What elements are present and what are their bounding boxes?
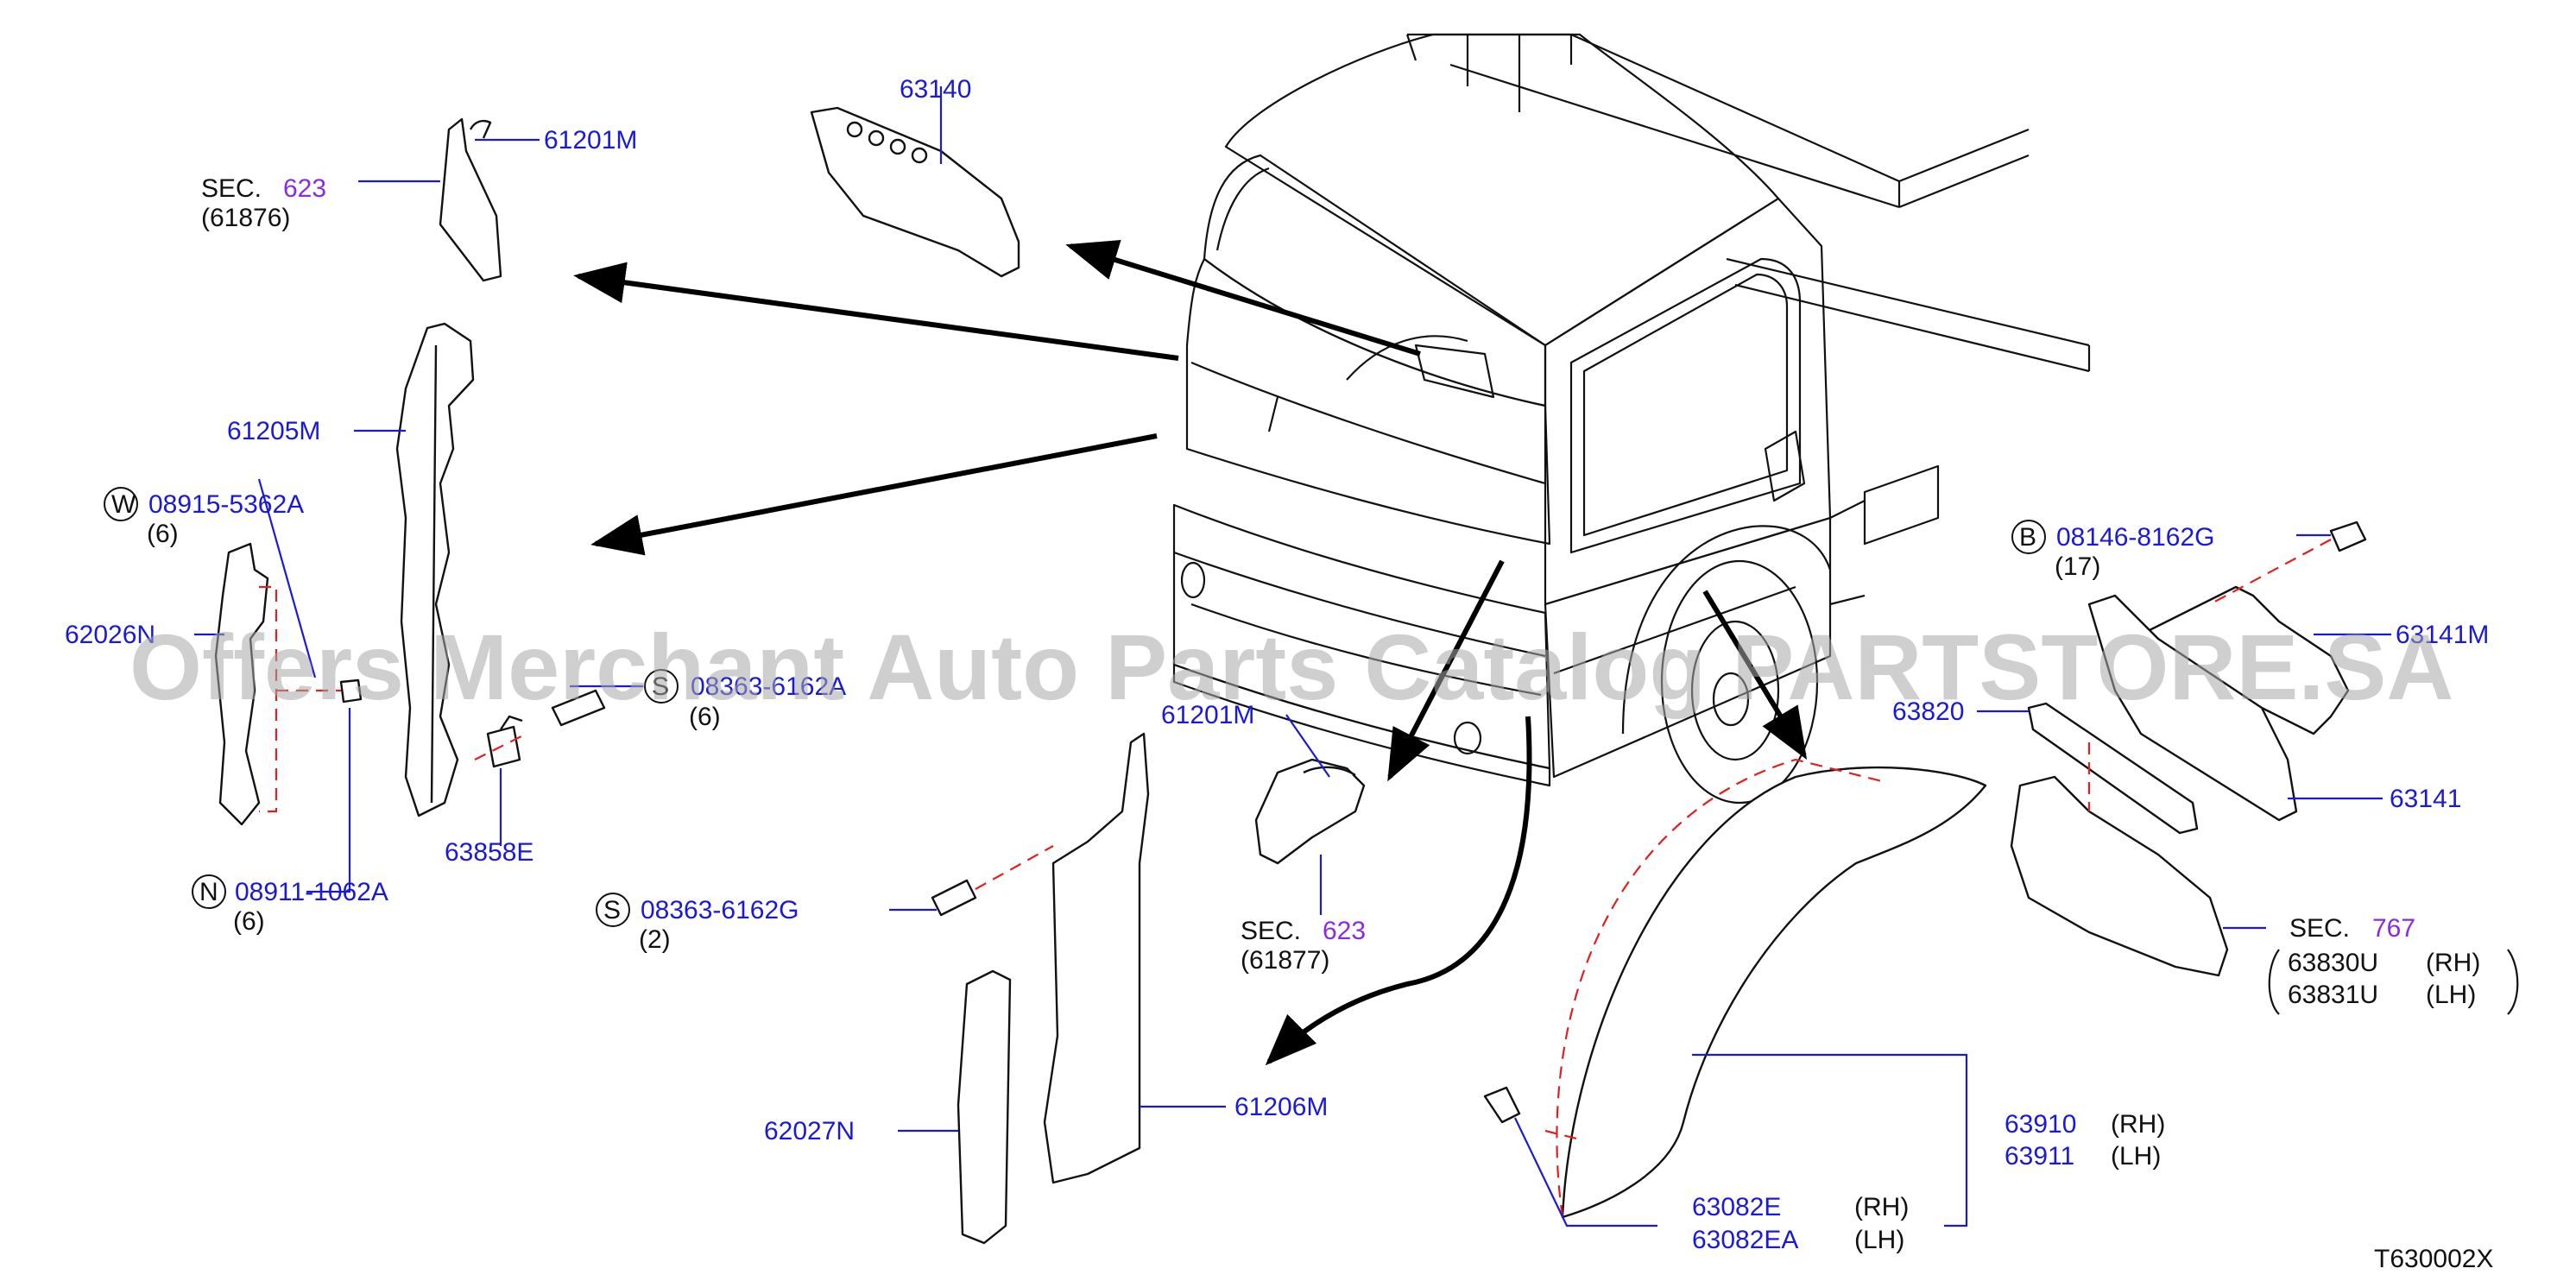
side-63831U: (LH) [2426,981,2476,1009]
label-sec3-num: 767 [2372,914,2415,943]
truck-illustration [1172,33,2091,805]
label-63082E: 63082E [1692,1193,1781,1221]
label-63831U: 63831U [2288,981,2378,1009]
leader-lines [194,86,2391,1227]
qty-08915-5362A: (6) [147,520,179,548]
letter-circle-n [192,874,226,909]
label-08911-1062A: 08911-1062A [235,878,388,906]
letter-circle-b [2011,520,2046,554]
label-63141M: 63141M [2396,621,2489,649]
label-08146-8162G: 08146-8162G [2056,523,2215,552]
letter-s2: S [603,896,621,924]
letter-circle-s2 [596,893,630,927]
part-63910 [1561,766,1987,1219]
label-sec2-prefix: SEC. [1241,917,1301,945]
letter-w: W [111,490,136,519]
label-sec-prefix: SEC. [201,174,262,203]
label-08363-6162A: 08363-6162A [691,672,846,701]
label-63141: 63141 [2390,785,2461,813]
side-63082EA: (LH) [1854,1226,1904,1254]
diagram-id: T630002X [2374,1245,2493,1273]
label-63910: 63910 [2005,1110,2076,1139]
part-63858E [486,725,521,768]
label-63082EA: 63082EA [1692,1226,1798,1254]
part-63820 [2027,702,2199,835]
part-08911-1062A [339,678,363,704]
bracket-63830U [2268,949,2519,1015]
qty-08363-6162G: (2) [639,925,671,954]
letter-circle-s1 [644,669,679,704]
part-62026N [214,542,269,826]
side-63830U: (RH) [2426,949,2480,977]
qty-08363-6162A: (6) [689,703,721,731]
part-61201M-bottom [1254,758,1366,865]
label-61201M-top: 61201M [544,126,637,155]
label-sec3-prefix: SEC. [2289,914,2350,943]
qty-08911-1062A: (6) [233,907,265,936]
label-sec2-ref: (61877) [1241,946,1329,975]
label-63140: 63140 [900,75,971,104]
label-61205M: 61205M [227,417,320,445]
callout-labels: 63140 61201M SEC. 623 (61876) 61205M W 0… [65,75,2493,1273]
label-63911: 63911 [2005,1142,2074,1171]
side-63911: (LH) [2111,1142,2161,1171]
part-08146-8162G [2329,521,2367,552]
letter-s1: S [652,672,669,701]
label-61201M-bottom: 61201M [1161,701,1254,729]
side-63082E: (RH) [1854,1193,1909,1221]
part-63082E [1483,1086,1521,1124]
letter-n: N [199,878,218,906]
watermark-text: Offers Merchant Auto Parts Catalog PARTS… [129,615,2453,719]
label-61206M: 61206M [1234,1093,1328,1121]
label-sec2-num: 623 [1323,917,1366,945]
part-61206M [1043,732,1150,1184]
label-sec-ref: (61876) [201,204,290,232]
label-sec-num: 623 [283,174,326,203]
part-63141 [2087,594,2298,822]
label-62027N: 62027N [764,1117,855,1145]
qty-08146-8162G: (17) [2055,552,2100,581]
label-62026N: 62026N [65,621,155,649]
part-61205M [395,322,475,817]
pointer-arrows [573,239,1808,1066]
part-62027N [957,969,1012,1245]
part-08363-6162A [551,689,606,727]
part-61201M-top [439,117,502,282]
part-08363-6162G [931,879,977,917]
label-08915-5362A: 08915-5362A [148,490,304,519]
side-63910: (RH) [2111,1110,2165,1139]
label-63830U: 63830U [2288,949,2378,977]
part-63140 [810,106,1020,278]
connector-lines [259,539,2332,1141]
label-08363-6162G: 08363-6162G [641,896,799,924]
label-63858E: 63858E [445,838,534,867]
part-drawings [214,106,2367,1245]
letter-circle-w [104,487,138,521]
label-63820: 63820 [1892,697,1964,726]
letter-b: B [2019,523,2036,552]
part-63830U [2010,775,2229,977]
